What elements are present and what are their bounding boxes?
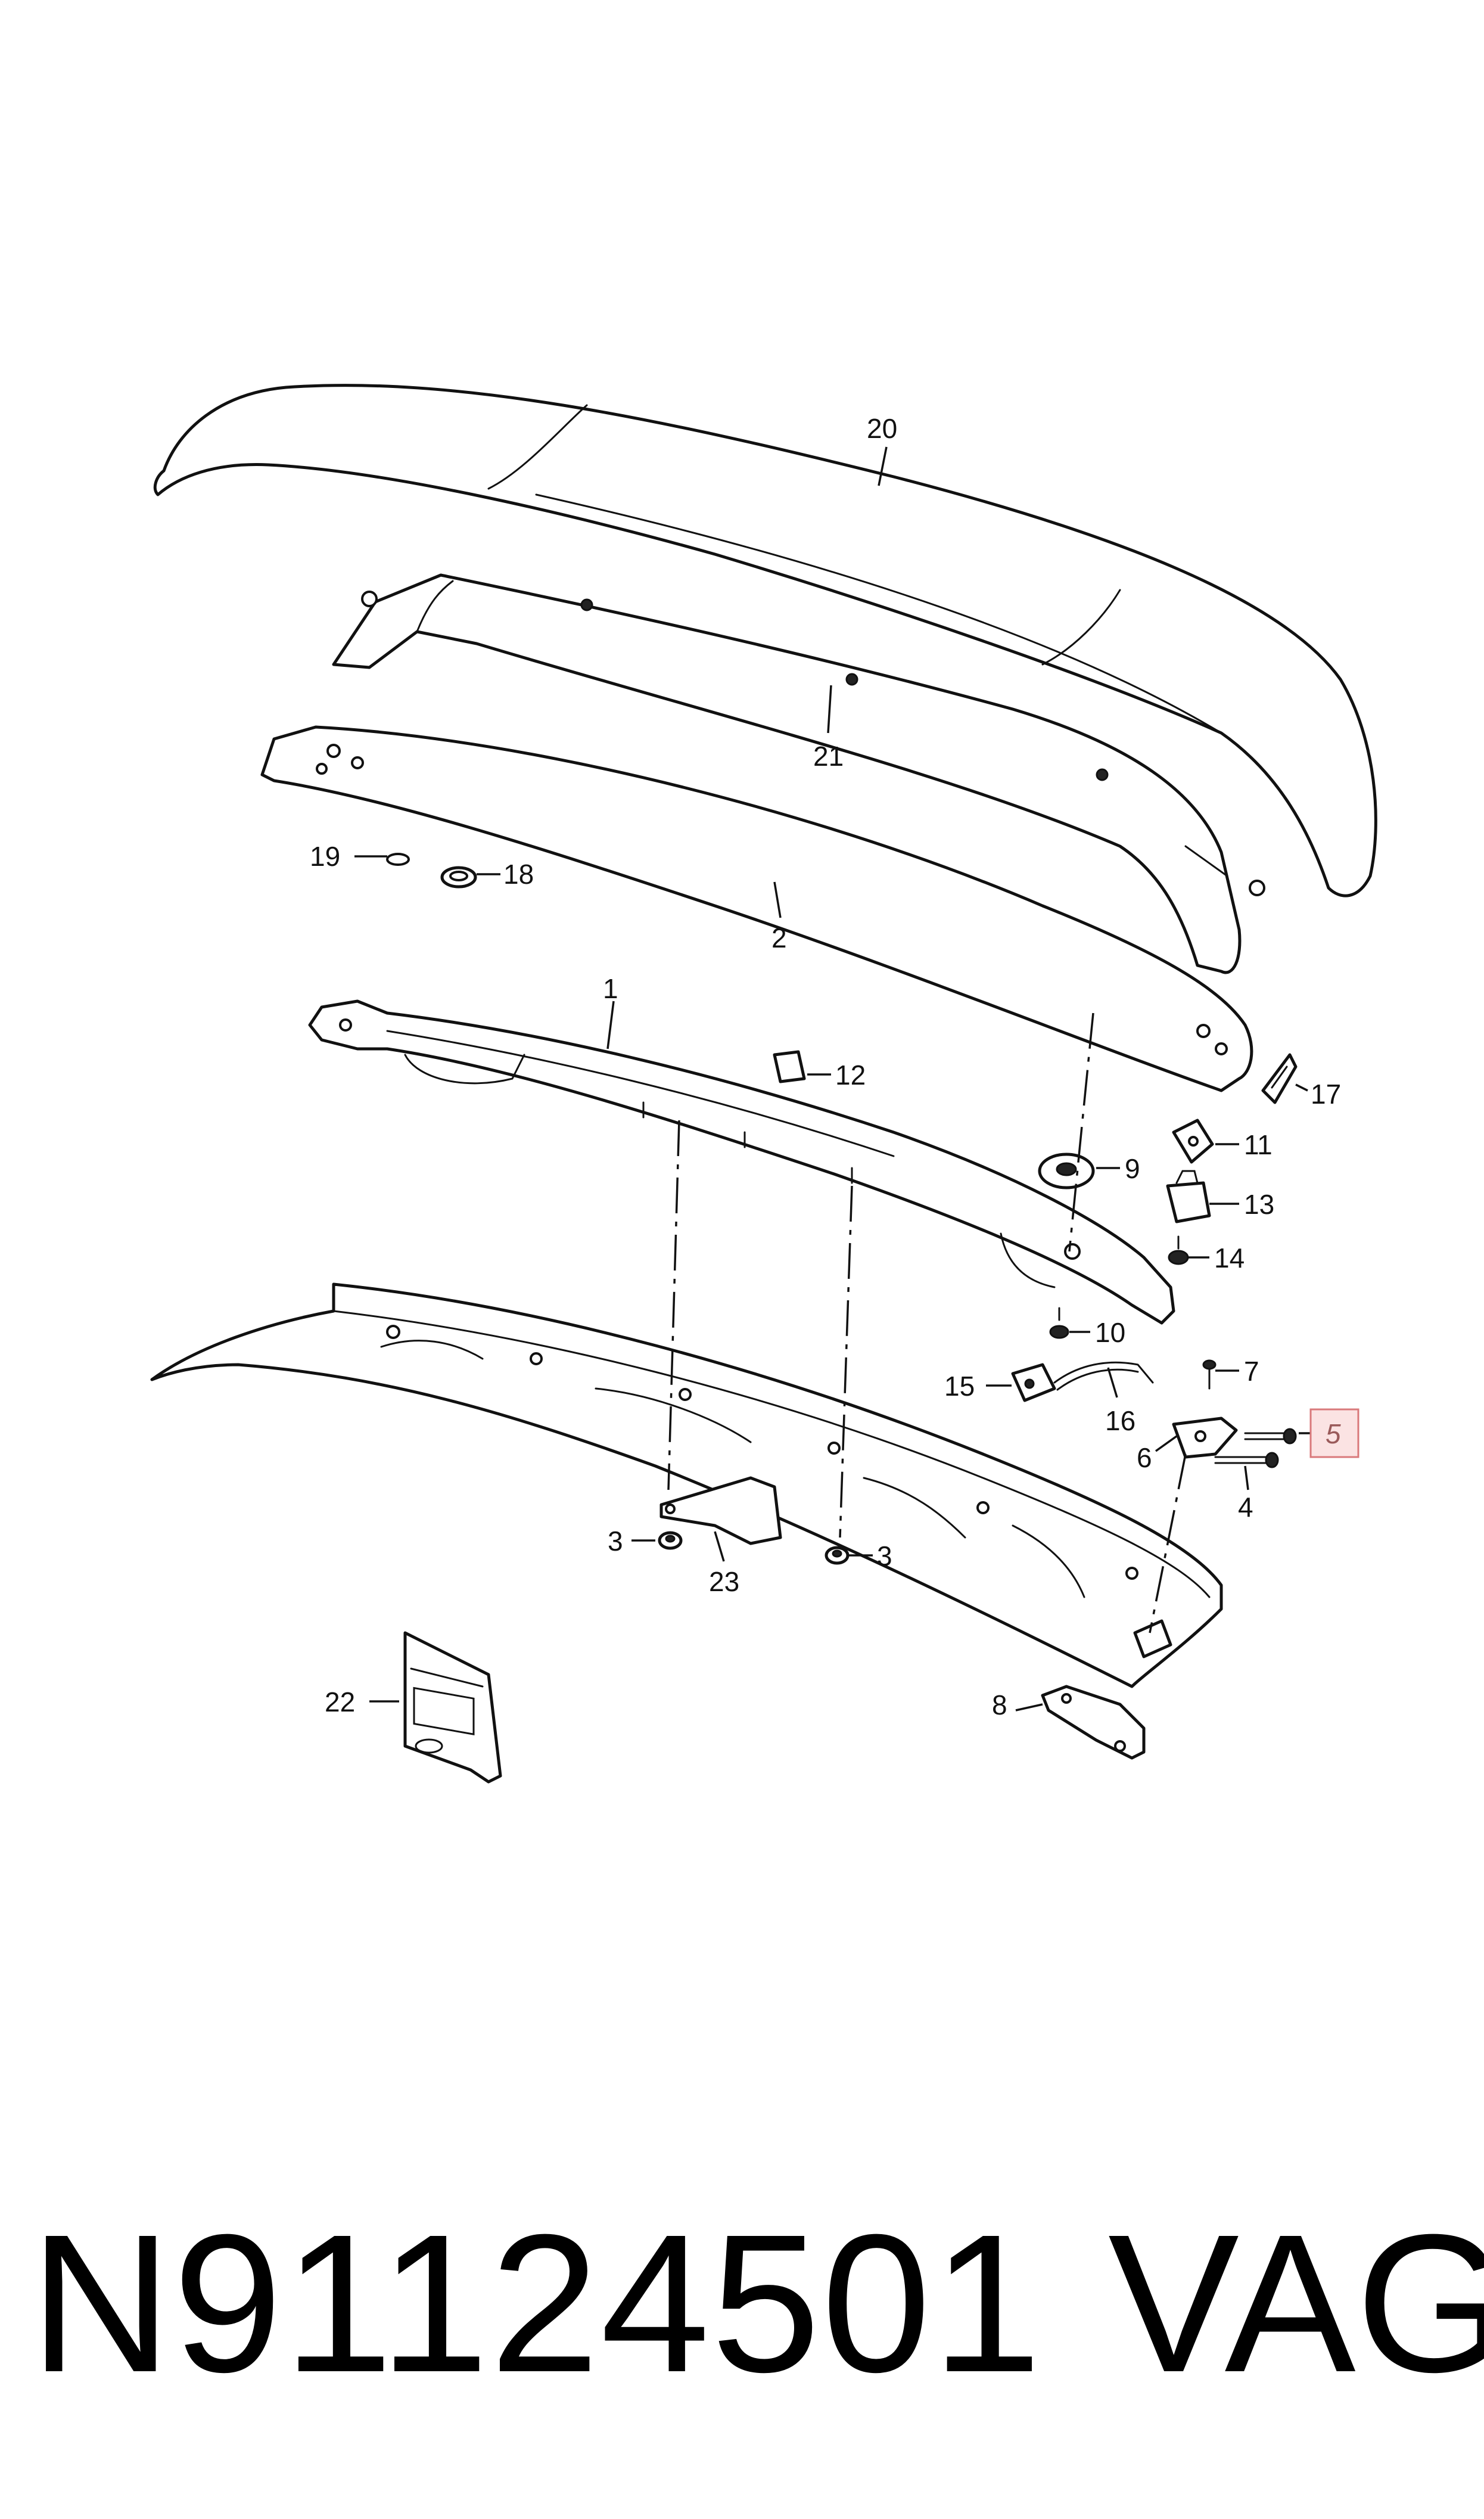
part-4-bolt [1214, 1452, 1279, 1468]
callout-16: 16 [1105, 1405, 1135, 1436]
callout-20: 20 [867, 413, 897, 444]
callout-1: 1 [603, 973, 618, 1004]
callout-21: 21 [813, 741, 844, 772]
part-20-spoiler-wing [153, 384, 1377, 897]
callout-13: 13 [1244, 1189, 1274, 1220]
part-1-support-bracket [308, 999, 1175, 1325]
leader-lines [354, 446, 1311, 1712]
callout-labels: 20 21 2 1 19 18 12 17 9 11 13 14 10 15 1… [310, 413, 1359, 1720]
callout-12: 12 [835, 1060, 866, 1091]
part-15-connector [1011, 1363, 1056, 1402]
part-5-bolt [1244, 1428, 1297, 1445]
callout-2: 2 [771, 923, 787, 953]
part-12-clip [773, 1050, 806, 1083]
callout-23: 23 [709, 1566, 739, 1597]
callout-17: 17 [1311, 1079, 1341, 1110]
part-13-nut-block [1166, 1170, 1211, 1223]
part-9-seal [1038, 1153, 1095, 1189]
part-10-bolt [1049, 1307, 1069, 1339]
callout-8: 8 [992, 1689, 1007, 1720]
callout-5: 5 [1326, 1418, 1341, 1449]
part-number: N91124501 [30, 2193, 1043, 2413]
callout-10: 10 [1095, 1317, 1125, 1348]
exploded-parts-diagram: 20 21 2 1 19 18 12 17 9 11 13 14 10 15 1… [150, 384, 1377, 1784]
brand-name: VAG [1108, 2193, 1484, 2413]
part-19-cap [386, 853, 410, 866]
callout-19: 19 [310, 841, 340, 872]
callout-15: 15 [944, 1371, 975, 1402]
part-7-screw [1202, 1359, 1217, 1390]
part-23-bracket-plate [659, 1476, 782, 1545]
part-22-label-sticker [403, 1631, 502, 1784]
callout-9: 9 [1125, 1153, 1140, 1184]
part-2-spoiler-panel [260, 725, 1253, 1092]
callout-7: 7 [1244, 1356, 1259, 1387]
part-16-cable [1053, 1361, 1154, 1391]
part-14-bolt [1168, 1235, 1189, 1265]
part-11-plate [1172, 1119, 1214, 1164]
part-18-grommet [440, 866, 477, 889]
callout-22: 22 [325, 1686, 355, 1717]
alignment-lines [667, 1012, 1187, 1633]
callout-18: 18 [503, 859, 534, 890]
part-17-gasket [1261, 1053, 1298, 1104]
callout-11: 11 [1244, 1129, 1273, 1160]
callout-5-highlight-box [1309, 1408, 1359, 1458]
callout-3-left: 3 [608, 1526, 623, 1557]
callout-3-right: 3 [877, 1540, 892, 1571]
part-6-bracket [1172, 1417, 1238, 1459]
callout-6: 6 [1137, 1442, 1152, 1473]
callout-4: 4 [1238, 1492, 1253, 1523]
part-3-nut-right [825, 1546, 850, 1565]
part-8-mounting-bracket [1041, 1685, 1146, 1760]
callout-14: 14 [1214, 1243, 1245, 1274]
rear-lid-body-panel [150, 1282, 1223, 1688]
part-3-nut-left [658, 1531, 683, 1550]
part-21-spoiler-frame [332, 573, 1265, 974]
